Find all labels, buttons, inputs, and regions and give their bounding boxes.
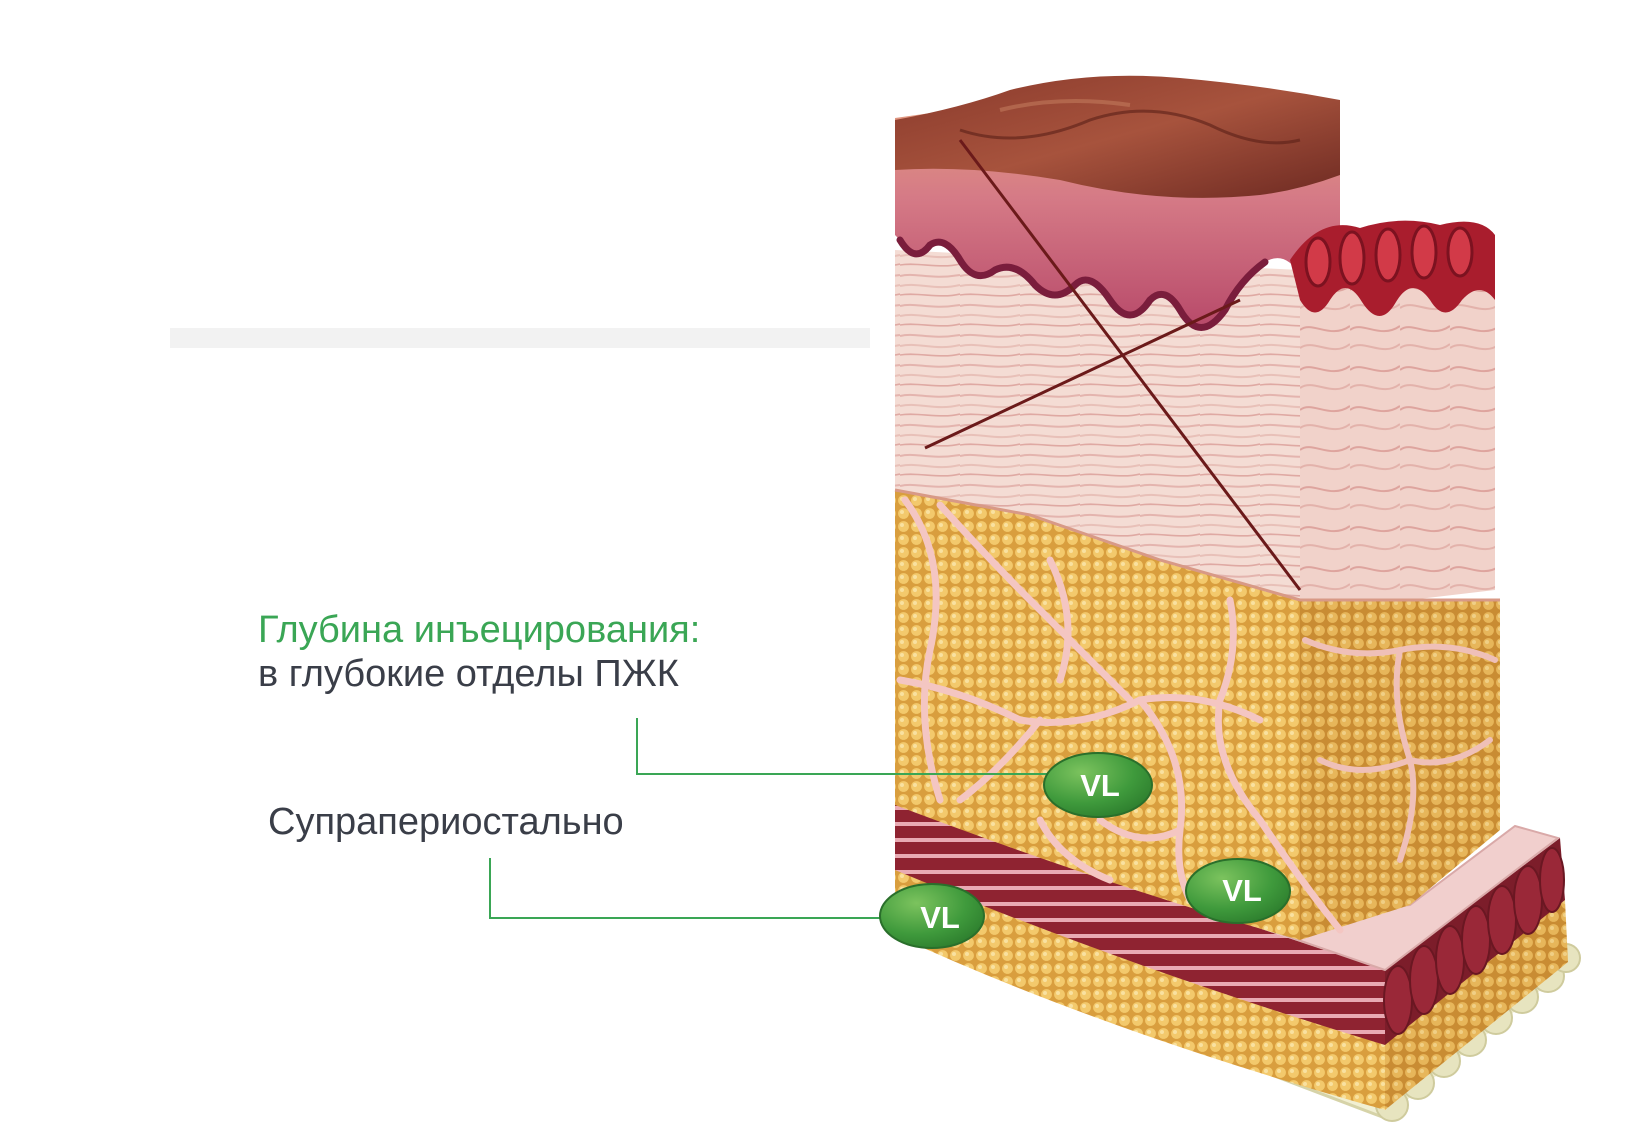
vl-marker-label: VL <box>920 900 960 935</box>
vl-marker-label: VL <box>1222 873 1262 908</box>
leader-lines <box>489 718 1070 919</box>
subcutaneous-fat-layer <box>895 490 1500 940</box>
muscle-layer <box>895 800 1565 1045</box>
vl-marker: VL <box>879 883 985 949</box>
cannula-lines <box>924 139 1302 591</box>
vl-marker: VL <box>1043 752 1153 818</box>
vl-marker: VL <box>1185 858 1291 924</box>
epidermis-layer <box>895 75 1495 331</box>
dermis-layer <box>894 250 1500 602</box>
injection-depth-title: Глубина инъецирования: <box>258 609 701 651</box>
deep-fat-layer <box>895 865 1568 1110</box>
vl-marker-label: VL <box>1080 768 1120 803</box>
background-band <box>170 328 870 348</box>
supraperiosteal-label: Супрапериостально <box>268 801 624 843</box>
injection-depth-detail: в глубокие отделы ПЖК <box>258 653 679 695</box>
